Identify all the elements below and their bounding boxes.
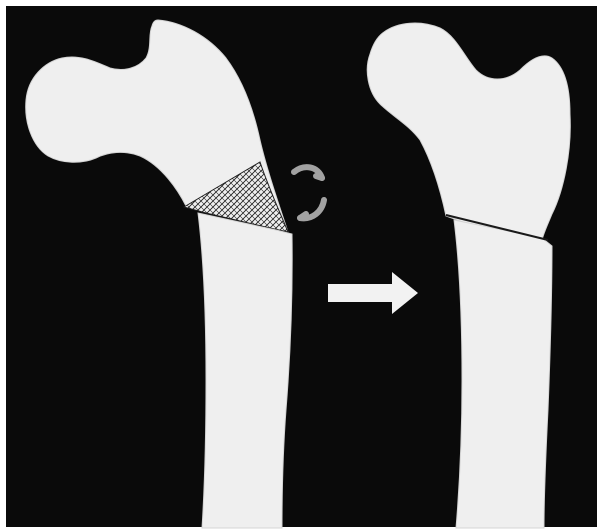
femur-after-shaft [454, 220, 552, 528]
femur-before-shaft [198, 213, 292, 528]
